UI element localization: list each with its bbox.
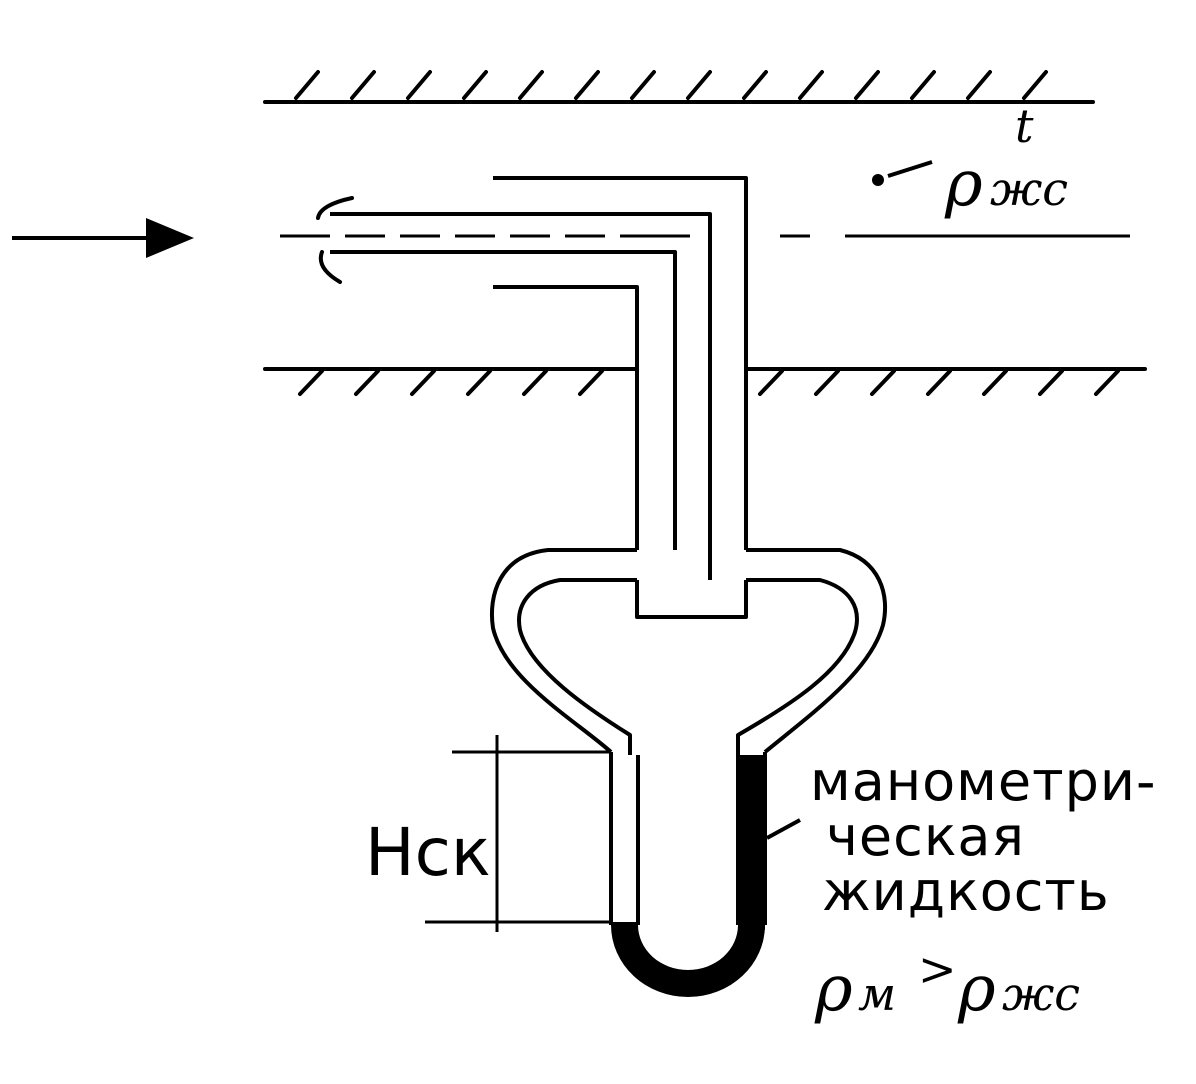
height-symbol: Нск [365,814,491,891]
manometer-fluid [611,755,765,997]
height-dimension [425,735,609,932]
upper-pipe-wall [263,70,1095,104]
fluid-label-line3: жидкость [822,860,1110,923]
density-fluid-superscript: t [1015,99,1034,153]
density-fluid-symbol: ρ [944,147,983,221]
inequality-sign: > [918,942,957,996]
inner-tube [330,212,748,619]
fluid-label-leader [766,818,801,840]
inequality-left-symbol: ρ [814,952,853,1026]
inequality-right-symbol: ρ [957,952,996,1026]
manometer-connection [490,548,888,755]
fluid-label-line1: манометри- [810,750,1156,813]
inequality-left-subscript: м [858,967,896,1021]
density-leader [887,160,933,178]
outer-tube [493,176,748,550]
density-fluid-subscript: жс [990,162,1068,216]
lower-pipe-wall [263,367,1147,396]
fluid-label-line2: ческая [826,805,1025,868]
measurement-point [872,174,884,186]
inequality-right-subscript: жс [1002,967,1080,1021]
pitot-inlet-tip [316,196,354,284]
